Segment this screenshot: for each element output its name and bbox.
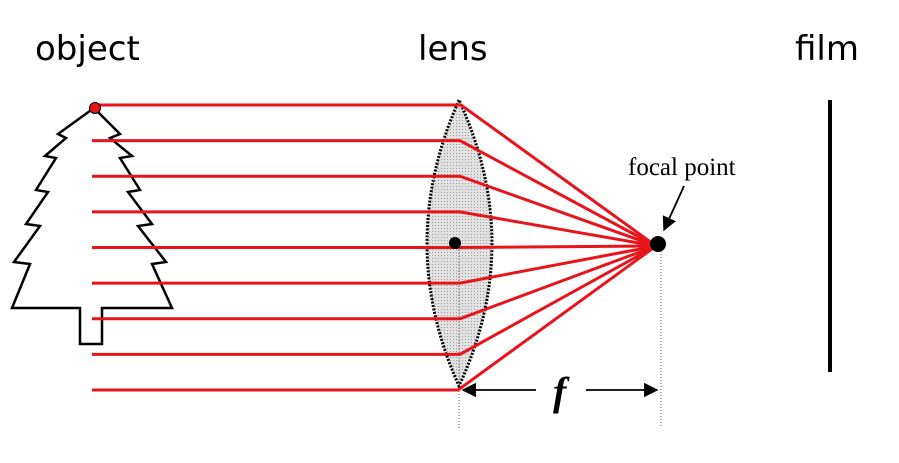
light-ray [92,244,657,392]
lens-center-dot [449,237,461,249]
tree-object [10,106,174,346]
film-label: film [795,29,859,69]
lens-label: lens [418,29,488,69]
light-ray [95,103,657,248]
light-ray [92,244,657,249]
light-ray [92,174,657,248]
focal-length-label: f [553,369,570,414]
light-ray [92,210,657,248]
light-rays [92,103,657,392]
focal-point-pointer [662,185,685,232]
light-ray [92,244,657,321]
focal-point-dot [650,236,666,252]
focal-point-label: focal point [628,154,736,181]
light-ray [92,139,657,248]
light-ray [92,244,657,285]
light-ray [92,244,657,356]
object-point [89,102,101,114]
object-label: object [35,29,140,69]
